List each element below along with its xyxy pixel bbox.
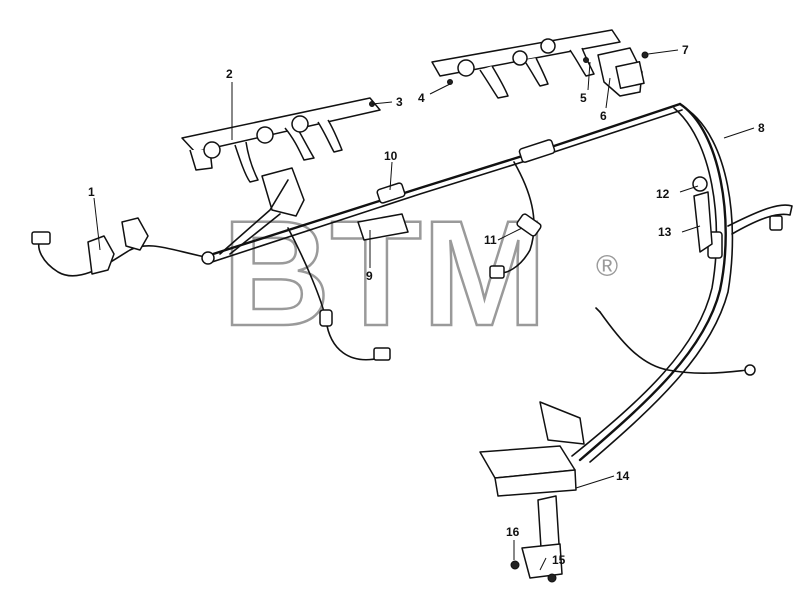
injector-harness-bracket-right [431,29,621,99]
callout-3: 3 [396,95,403,109]
callout-10: 10 [384,149,398,163]
leader-lines [93,49,755,571]
callout-labels: 1 2 3 4 5 6 7 8 9 10 11 12 13 14 15 16 [88,43,765,567]
callout-5: 5 [580,91,587,105]
sensor-branch-left [219,167,391,361]
callout-12: 12 [656,187,670,201]
callout-6: 6 [600,109,607,123]
connector-block [597,47,649,97]
main-harness [208,102,734,463]
callout-1: 1 [88,185,95,199]
clip-part-9 [357,213,409,268]
callout-9: 9 [366,269,373,283]
sensor-branch-center [489,161,542,279]
callout-16: 16 [506,525,520,539]
callout-2: 2 [226,67,233,81]
callout-14: 14 [616,469,630,483]
watermark-registered-mark: ® [596,250,618,283]
callout-11: 11 [484,233,497,247]
left-branch [31,217,215,277]
watermark: BTM ® [221,188,618,359]
injector-harness-bracket-left [181,97,381,183]
callout-4: 4 [418,91,425,105]
right-branch [692,176,793,253]
callout-15: 15 [552,553,566,567]
callout-8: 8 [758,121,765,135]
lower-branches [595,307,756,376]
bottom-connector [479,401,585,583]
callout-13: 13 [658,225,672,239]
callout-7: 7 [682,43,689,57]
